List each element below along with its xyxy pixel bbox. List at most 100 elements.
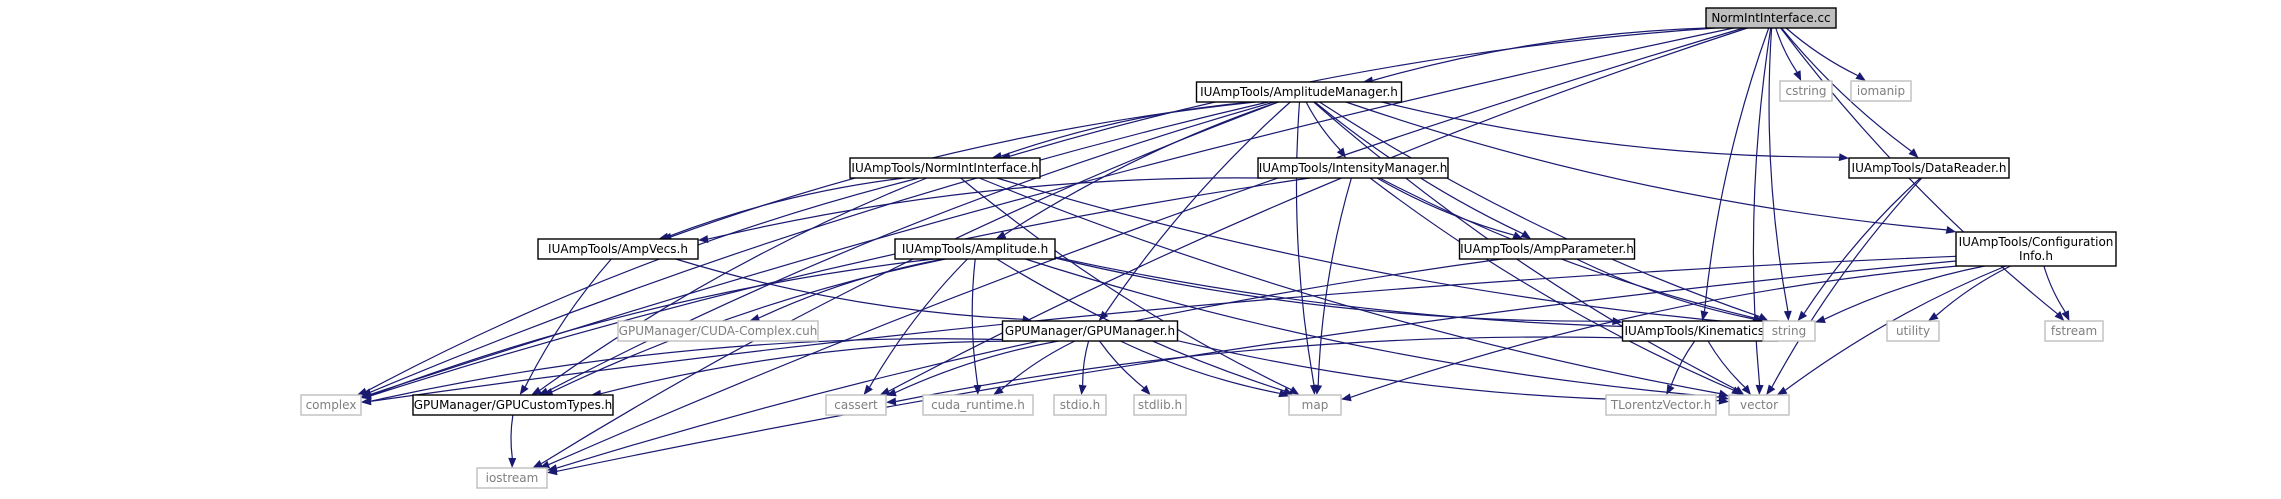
node-label: IUAmpTools/Configuration — [1959, 235, 2114, 249]
node-intmgr[interactable]: IUAmpTools/IntensityManager.h — [1257, 157, 1449, 179]
edge-line — [675, 258, 1023, 320]
edge-line — [1345, 101, 1947, 231]
arrowhead-icon — [356, 387, 368, 396]
include-edge — [863, 258, 968, 395]
node-map: map — [1288, 394, 1342, 416]
edge-line — [895, 340, 1059, 394]
arrowhead-icon — [1666, 384, 1675, 395]
edge-line — [1317, 177, 1352, 386]
node-box — [2044, 320, 2104, 342]
include-edge — [675, 258, 1033, 324]
node-box — [849, 157, 1041, 179]
node-iomanip: iomanip — [1850, 80, 1912, 102]
arrowhead-icon — [1612, 317, 1623, 326]
edge-line — [1001, 340, 1076, 390]
edge-line — [1771, 177, 1923, 388]
node-ampparam[interactable]: IUAmpTools/AmpParameter.h — [1458, 238, 1636, 260]
node-root[interactable]: NormIntInterface.cc — [1705, 7, 1837, 29]
edge-line — [1781, 27, 1912, 152]
arrowhead-icon — [1098, 310, 1109, 321]
edge-line — [370, 338, 1003, 402]
node-box — [1053, 394, 1107, 416]
edge-line — [556, 258, 1502, 469]
node-label: stdlib.h — [1138, 398, 1182, 412]
node-box — [922, 394, 1034, 416]
include-edge — [361, 177, 1310, 400]
include-edge — [591, 340, 1013, 398]
edge-line — [556, 260, 1957, 472]
include-edge — [361, 258, 934, 400]
node-label: map — [1302, 398, 1329, 412]
node-label: IUAmpTools/AmpParameter.h — [1460, 242, 1634, 256]
node-label: IUAmpTools/DataReader.h — [1852, 161, 2007, 175]
node-stdio: stdio.h — [1053, 394, 1107, 416]
include-edge — [979, 177, 1729, 398]
node-stdlib: stdlib.h — [1133, 394, 1187, 416]
arrowhead-icon — [1718, 396, 1729, 405]
edge-line — [548, 27, 1744, 466]
edge-line — [707, 177, 1263, 240]
edge-line — [1004, 101, 1279, 236]
include-edge — [1700, 27, 1770, 321]
node-ampmgr[interactable]: IUAmpTools/AmplitudeManager.h — [1195, 81, 1403, 103]
edge-line — [758, 258, 944, 319]
node-box — [1133, 394, 1187, 416]
node-kinematics[interactable]: IUAmpTools/Kinematics.h — [1621, 320, 1779, 342]
include-edge — [960, 177, 1300, 395]
arrowhead-icon — [1336, 147, 1346, 158]
node-box — [1848, 157, 2010, 179]
node-normint[interactable]: IUAmpTools/NormIntInterface.h — [849, 157, 1041, 179]
include-edge — [1797, 177, 1921, 321]
node-label: GPUManager/GPUManager.h — [1005, 324, 1175, 338]
edge-line — [370, 101, 1269, 393]
node-datareader[interactable]: IUAmpTools/DataReader.h — [1848, 157, 2010, 179]
include-edge — [995, 101, 1279, 239]
node-box — [617, 320, 819, 342]
edge-line — [539, 177, 928, 391]
edge-line — [895, 336, 1623, 403]
edge-line — [1707, 340, 1746, 388]
node-ampvecs[interactable]: IUAmpTools/AmpVecs.h — [537, 238, 699, 260]
node-iostream: iostream — [476, 467, 548, 489]
arrowhead-icon — [519, 384, 529, 395]
node-amplitude[interactable]: IUAmpTools/Amplitude.h — [894, 238, 1056, 260]
edge-line — [600, 340, 1013, 395]
include-edge — [1362, 27, 1708, 85]
edge-line — [1295, 101, 1315, 386]
include-edge — [996, 177, 1763, 328]
node-gpucustom[interactable]: GPUManager/GPUCustomTypes.h — [412, 394, 614, 416]
arrowhead-icon — [1908, 148, 1919, 158]
arrowhead-icon — [532, 460, 544, 468]
node-box — [1288, 394, 1342, 416]
include-edge — [1781, 27, 1919, 158]
include-edge — [1707, 340, 1751, 395]
include-edge — [1054, 257, 1623, 326]
node-box — [1001, 320, 1179, 342]
edge-line — [1082, 340, 1090, 386]
node-label: IUAmpTools/AmplitudeManager.h — [1200, 85, 1398, 99]
node-label: TLorentzVector.h — [1610, 398, 1711, 412]
node-tlorentz: TLorentzVector.h — [1605, 394, 1717, 416]
arrowhead-icon — [1520, 230, 1532, 239]
edge-line — [1576, 258, 1754, 320]
node-label: vector — [1740, 398, 1778, 412]
node-gpumgr[interactable]: GPUManager/GPUManager.h — [1001, 320, 1179, 342]
node-utility: utility — [1886, 320, 1940, 342]
edge-line — [370, 177, 1310, 397]
node-cudaruntime: cuda_runtime.h — [922, 394, 1034, 416]
node-vector: vector — [1728, 394, 1790, 416]
arrowhead-icon — [1700, 310, 1709, 321]
node-box — [1955, 231, 2117, 267]
arrowhead-icon — [698, 235, 709, 244]
node-box — [1728, 394, 1790, 416]
arrowhead-icon — [1945, 226, 1957, 234]
include-edge — [1376, 177, 1523, 239]
include-edge — [532, 101, 1279, 468]
node-box — [1195, 81, 1403, 103]
edge-line — [1935, 265, 2011, 316]
arrowhead-icon — [973, 384, 982, 395]
include-edge — [1775, 27, 1802, 81]
edge-line — [2043, 265, 2066, 313]
node-label: cassert — [834, 398, 878, 412]
